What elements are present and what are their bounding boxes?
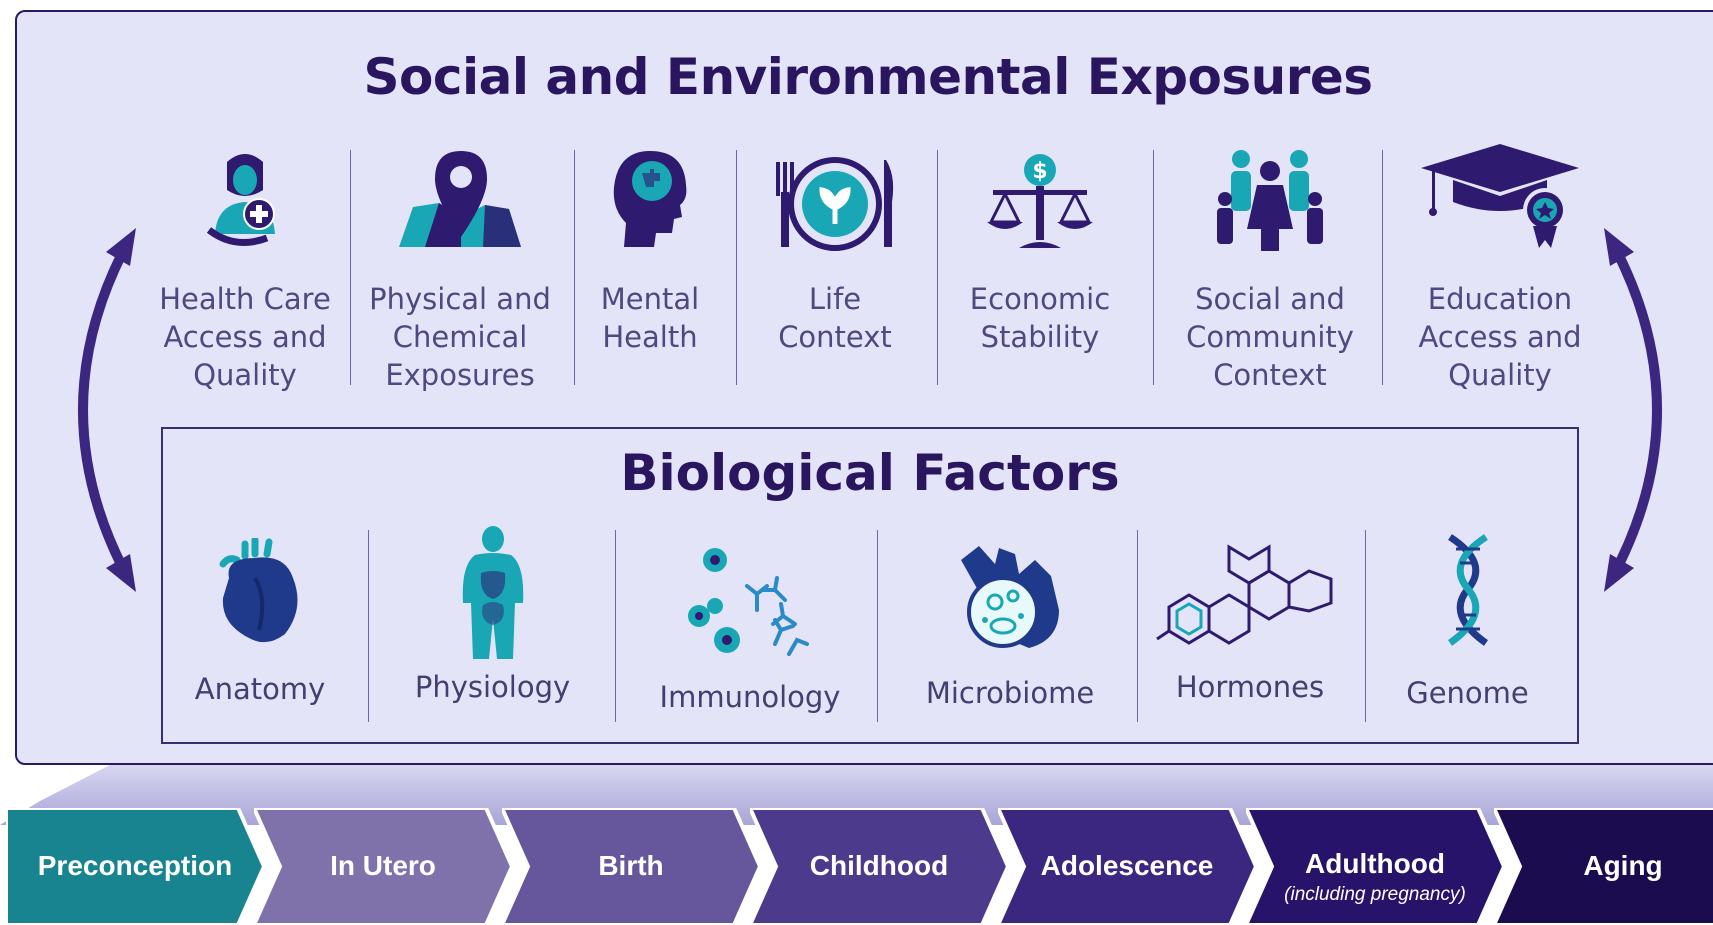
chevron-shape [502,808,760,925]
stage-in-utero: In Utero [254,808,512,925]
left-cycle-arrow-icon [78,228,136,592]
chevron-shape [1246,808,1504,925]
divider [1382,150,1383,385]
stage-adolescence: Adolescence [998,808,1256,925]
factor-label: Immunology [659,680,841,714]
steroid-molecule-icon [1150,530,1350,660]
exposure-economic-stability: $ Economic Stability [950,140,1130,356]
exposure-label: Education Access and Quality [1418,282,1582,392]
exposure-label: Life Context [778,282,892,354]
hand-microbe-icon [900,535,1120,660]
stage-label: Childhood [809,850,949,881]
right-cycle-arrow-icon [1604,228,1662,592]
factor-physiology: Physiology [395,525,590,704]
map-pin-icon [365,140,555,252]
exposure-health-care: Health Care Access and Quality [155,140,335,394]
divider [350,150,351,385]
biological-factors-box [161,427,1579,744]
exposure-label: Physical and Chemical Exposures [369,282,551,392]
exposure-physical-chemical: Physical and Chemical Exposures [365,140,555,394]
plate-sprout-icon [750,140,920,252]
divider [615,530,616,722]
chevron-shape [998,808,1256,925]
chevron-shape [1494,808,1713,925]
antibody-cells-icon [640,540,860,660]
factor-anatomy: Anatomy [175,535,345,706]
stage-sublabel: (including pregnancy) [1284,884,1466,905]
svg-text:$: $ [1032,159,1047,184]
community-people-icon [1165,140,1375,252]
exposure-label: Health Care Access and Quality [159,282,331,392]
divider [937,150,938,385]
divider [368,530,369,722]
divider [1153,150,1154,385]
factor-genome: Genome [1375,530,1560,710]
exposure-label: Mental Health [600,282,700,354]
stage-birth: Birth [502,808,760,925]
factor-label: Hormones [1175,670,1325,704]
healthcare-icon [155,140,335,252]
factor-immunology: Immunology [640,540,860,714]
divider [1137,530,1138,722]
stage-childhood: Childhood [750,808,1008,925]
scale-dollar-icon: $ [950,140,1130,252]
stage-label: In Utero [330,850,436,881]
biological-factors-title: Biological Factors [620,444,1120,502]
divider [574,150,575,385]
stage-label: Aging [1583,850,1663,881]
stage-label: Birth [598,850,664,881]
body-organs-icon [395,525,590,660]
stage-aging: Aging [1494,808,1713,925]
chevron-shape [750,808,1008,925]
factor-label: Genome [1406,676,1529,710]
exposure-life-context: Life Context [750,140,920,356]
section-title: Social and Environmental Exposures [363,48,1373,106]
head-puzzle-icon [585,140,715,252]
stage-preconception: Preconception [6,808,264,925]
factor-label: Physiology [414,670,571,704]
factor-microbiome: Microbiome [900,535,1120,710]
chevron-shape [6,808,264,925]
factor-label: Anatomy [194,672,326,706]
exposure-mental-health: Mental Health [585,140,715,356]
divider [877,530,878,722]
exposure-label: Social and Community Context [1186,282,1354,392]
divider [736,150,737,385]
stage-label: Preconception [37,850,233,881]
factor-label: Microbiome [925,676,1095,710]
dna-icon [1375,530,1560,650]
chevron-shape [254,808,512,925]
exposure-social-community: Social and Community Context [1165,140,1375,394]
exposure-education: Education Access and Quality [1395,140,1605,394]
graduation-cap-icon [1395,140,1605,252]
stage-adulthood: Adulthood (including pregnancy) [1246,808,1504,925]
stage-label: Adolescence [1040,850,1214,881]
divider [1365,530,1366,722]
factor-hormones: Hormones [1150,530,1350,704]
heart-icon [175,535,345,650]
exposures-panel [15,10,1713,765]
stage-label: Adulthood [1305,848,1445,879]
exposure-label: Economic Stability [969,282,1111,354]
